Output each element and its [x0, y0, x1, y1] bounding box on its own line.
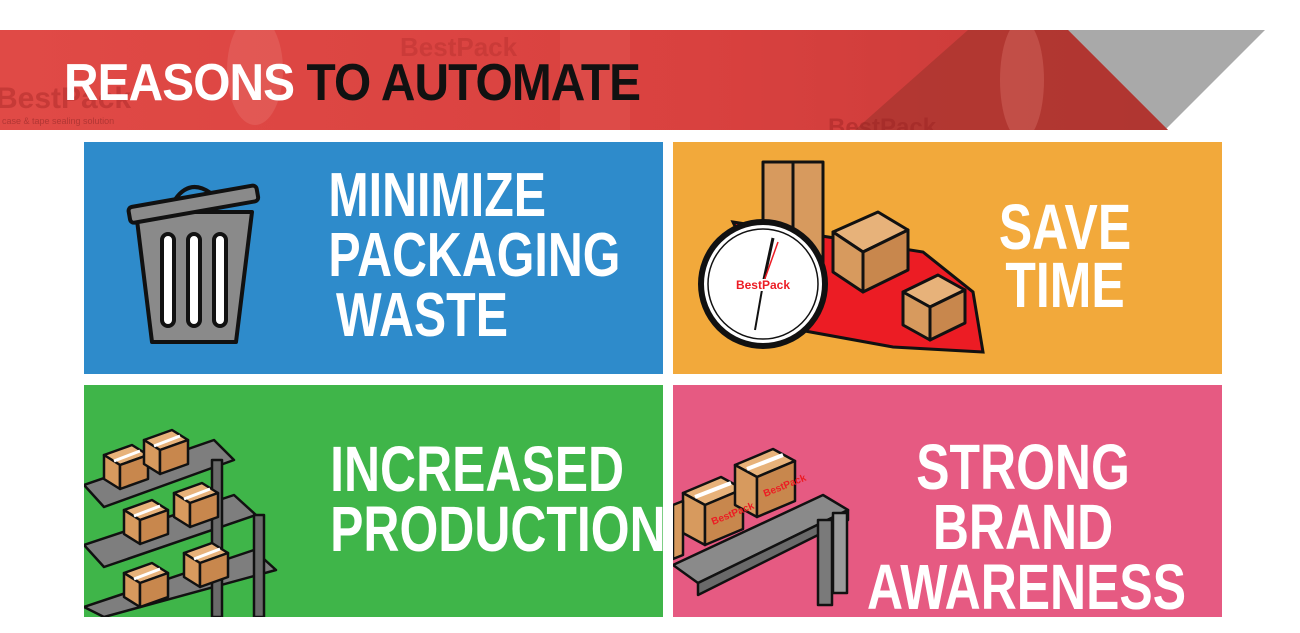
tile-heading-line: PACKAGING: [328, 221, 621, 290]
tile-strong-brand-awareness: BestPack BestPack STRONG BRAND AWARENESS: [673, 385, 1222, 617]
page-title: REASONS TO AUTOMATE: [64, 50, 642, 116]
tile-heading: MINIMIZE PACKAGING WASTE: [328, 161, 621, 350]
banner-dark-wedge: [855, 30, 1168, 130]
title-words-to-automate: TO AUTOMATE: [306, 54, 642, 112]
tile-heading: STRONG BRAND AWARENESS: [867, 431, 1186, 617]
trash-can-icon: [126, 183, 261, 344]
tile-heading: INCREASED PRODUCTION: [330, 433, 663, 565]
watermark-logo-left: BestPack: [0, 82, 132, 115]
clock-brand-label: BestPack: [731, 279, 795, 291]
tile-heading-line: TIME: [1005, 249, 1125, 321]
watermark-tagline: case & tape sealing solution: [2, 116, 115, 126]
tile-heading: SAVE TIME: [987, 191, 1143, 321]
tile-heading-line: INCREASED: [330, 433, 625, 505]
tile-heading-line: WASTE: [336, 281, 508, 350]
banner-background: [0, 30, 1265, 130]
tile-heading-line: SAVE: [998, 191, 1132, 263]
tile-heading-line: STRONG BRAND: [916, 431, 1130, 563]
clock-boxes-icon: [698, 160, 985, 354]
tile-increased-production: INCREASED PRODUCTION: [84, 385, 663, 617]
title-word-reasons: REASONS: [64, 54, 295, 112]
watermark-logo-right: BestPack: [828, 114, 937, 130]
banner-red-field: [0, 30, 1168, 130]
watermark-logo-center: BestPack: [400, 32, 518, 62]
branded-boxes-conveyor-icon: BestPack BestPack: [673, 447, 850, 607]
tile-save-time: BestPack SAVE TIME: [673, 142, 1222, 374]
tile-heading-line: PRODUCTION: [330, 493, 663, 565]
tile-minimize-packaging-waste: MINIMIZE PACKAGING WASTE: [84, 142, 663, 374]
tile-heading-line: MINIMIZE: [328, 161, 547, 230]
tile-heading-line: AWARENESS: [867, 551, 1186, 617]
box-racks-icon: [84, 428, 278, 617]
header-banner: BestPack case & tape sealing solution Be…: [0, 30, 1265, 130]
